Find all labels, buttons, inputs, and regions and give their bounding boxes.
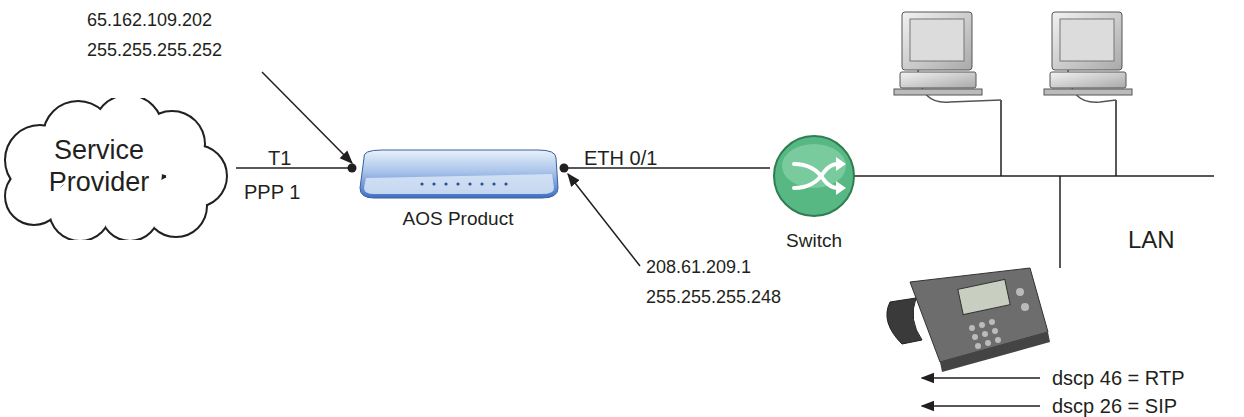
device-label: AOS Product <box>348 208 568 231</box>
diagram-label: 255.255.255.252 <box>87 40 222 62</box>
link-line <box>236 164 357 173</box>
router-node: AOS Product <box>352 144 564 240</box>
cloud-label: Service Provider <box>14 134 184 199</box>
diagram-label: PPP 1 <box>244 180 300 204</box>
leader-arrow <box>568 174 640 266</box>
lan-drop <box>1059 176 1061 268</box>
port-dot <box>560 164 569 173</box>
link-label: T1 <box>268 146 291 170</box>
lan-drop <box>1115 100 1117 176</box>
diagram-label: dscp 46 = RTP <box>1052 366 1184 390</box>
lan-bus <box>850 175 1214 177</box>
port-dot <box>348 164 357 173</box>
router-shape <box>352 144 564 204</box>
cloud-node: Service Provider <box>0 98 236 240</box>
lan-drop <box>1000 100 1002 176</box>
diagram-label: 208.61.209.1 <box>646 257 751 279</box>
device-label: Switch <box>766 230 862 253</box>
link-label: ETH 0/1 <box>584 146 657 170</box>
computer-icon <box>1044 12 1132 102</box>
diagram-label: dscp 26 = SIP <box>1052 394 1177 417</box>
diagram-label: 65.162.109.202 <box>87 10 212 32</box>
link-path <box>236 167 352 169</box>
switch-shape <box>770 134 858 220</box>
ip-phone-icon <box>887 268 1050 372</box>
flow-arrow <box>922 377 1040 379</box>
switch-node: Switch <box>770 134 858 254</box>
diagram-label: LAN <box>1128 226 1175 255</box>
computer-icon <box>894 12 1001 102</box>
flow-arrow <box>922 405 1040 407</box>
diagram-label: 255.255.255.248 <box>646 287 781 309</box>
